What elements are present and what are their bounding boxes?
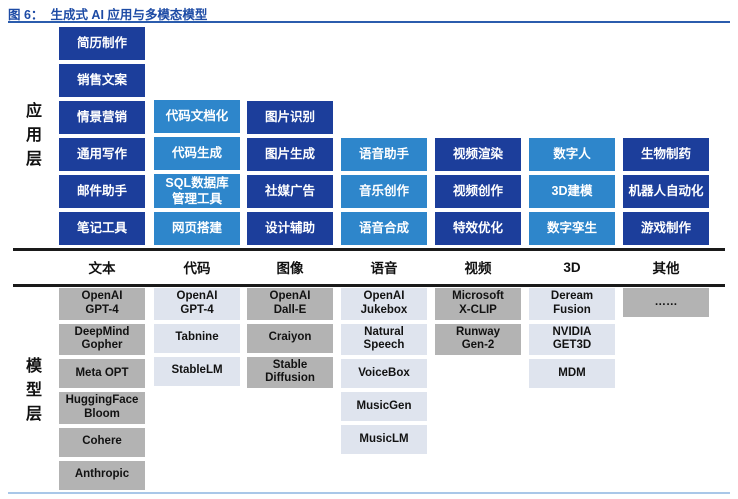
app-box: 特效优化 (435, 212, 521, 245)
model-box: MusicGen (341, 392, 427, 422)
app-box: 语音助手 (341, 138, 427, 171)
layer-label-char: 层 (25, 405, 42, 423)
divider-bottom (13, 284, 725, 287)
model-layer-label: 模型层 (23, 288, 45, 493)
model-box: VoiceBox (341, 359, 427, 389)
app-column-3: 图片识别图片生成社媒广告设计辅助 (247, 26, 333, 245)
category-label: 视频 (464, 261, 492, 276)
model-box: Tabnine (154, 323, 240, 353)
app-box: 代码生成 (154, 136, 240, 170)
model-box: DeepMind Gopher (59, 323, 145, 356)
app-column-1: 简历制作销售文案情景营销通用写作邮件助手笔记工具 (59, 26, 145, 245)
model-box: Microsoft X-CLIP (435, 288, 521, 320)
app-box: 数字人 (529, 138, 615, 171)
app-box: 游戏制作 (623, 212, 709, 245)
app-column-7: 生物制药机器人自动化游戏制作 (623, 26, 709, 245)
model-box: NVIDIA GET3D (529, 323, 615, 356)
model-box: Deream Fusion (529, 288, 615, 320)
app-box: 代码文档化 (154, 99, 240, 133)
app-column-4: 语音助手音乐创作语音合成 (341, 26, 427, 245)
model-box: Cohere (59, 427, 145, 457)
category-label: 代码 (183, 261, 211, 276)
figure-title-row: 图 6： 生成式 AI 应用与多模态模型 (8, 4, 207, 23)
model-box: …… (623, 288, 709, 317)
category-label: 文本 (88, 261, 116, 276)
divider-top (13, 248, 725, 251)
app-column-6: 数字人 3D建模数字孪生 (529, 26, 615, 245)
app-box: 图片识别 (247, 101, 333, 134)
title-underline (8, 21, 730, 23)
category-label: 语音 (370, 261, 398, 276)
app-box: 生物制药 (623, 138, 709, 171)
model-box: OpenAI GPT-4 (154, 288, 240, 320)
model-box: Runway Gen-2 (435, 323, 521, 356)
app-box: 视频渲染 (435, 138, 521, 171)
layer-label-char: 用 (25, 126, 42, 144)
model-column-7: …… (623, 288, 709, 317)
model-box: Natural Speech (341, 323, 427, 356)
app-box: 通用写作 (59, 138, 145, 171)
figure-title: 生成式 AI 应用与多模态模型 (50, 8, 208, 22)
app-box: 3D建模 (529, 175, 615, 208)
model-box: Anthropic (59, 460, 145, 490)
category-label: 其他 (652, 261, 680, 276)
layer-label-char: 应 (25, 102, 42, 120)
app-box: 音乐创作 (341, 175, 427, 208)
model-box: Meta OPT (59, 359, 145, 389)
app-box: 社媒广告 (247, 175, 333, 208)
app-box: 情景营销 (59, 101, 145, 134)
category-label: 图像 (276, 261, 304, 276)
model-box: MusicLM (341, 425, 427, 455)
layer-label-char: 层 (25, 150, 42, 168)
model-box: OpenAI GPT-4 (59, 288, 145, 320)
layer-label-char: 型 (25, 381, 42, 399)
app-box: 简历制作 (59, 27, 145, 60)
bottom-rule (8, 492, 730, 494)
app-box: 语音合成 (341, 212, 427, 245)
app-box: 视频创作 (435, 175, 521, 208)
app-box: 图片生成 (247, 138, 333, 171)
model-box: Stable Diffusion (247, 356, 333, 389)
app-box: 邮件助手 (59, 175, 145, 208)
app-column-5: 视频渲染视频创作特效优化 (435, 26, 521, 245)
model-box: Craiyon (247, 323, 333, 353)
app-box: 机器人自动化 (623, 175, 709, 208)
app-box: 销售文案 (59, 64, 145, 97)
model-box: OpenAI Dall-E (247, 288, 333, 320)
category-label: 3D (563, 259, 581, 275)
app-layer-label: 应用层 (23, 26, 45, 245)
app-box: 网页搭建 (154, 212, 240, 245)
app-box: SQL数据库 管理工具 (154, 173, 240, 208)
model-box: HuggingFace Bloom (59, 392, 145, 424)
app-box: 笔记工具 (59, 212, 145, 245)
app-box: 数字孪生 (529, 212, 615, 245)
app-box: 设计辅助 (247, 212, 333, 245)
model-box: StableLM (154, 356, 240, 386)
figure-number: 图 6： (8, 8, 44, 22)
layer-label-char: 模 (25, 357, 42, 375)
model-box: OpenAI Jukebox (341, 288, 427, 320)
model-box: MDM (529, 359, 615, 389)
